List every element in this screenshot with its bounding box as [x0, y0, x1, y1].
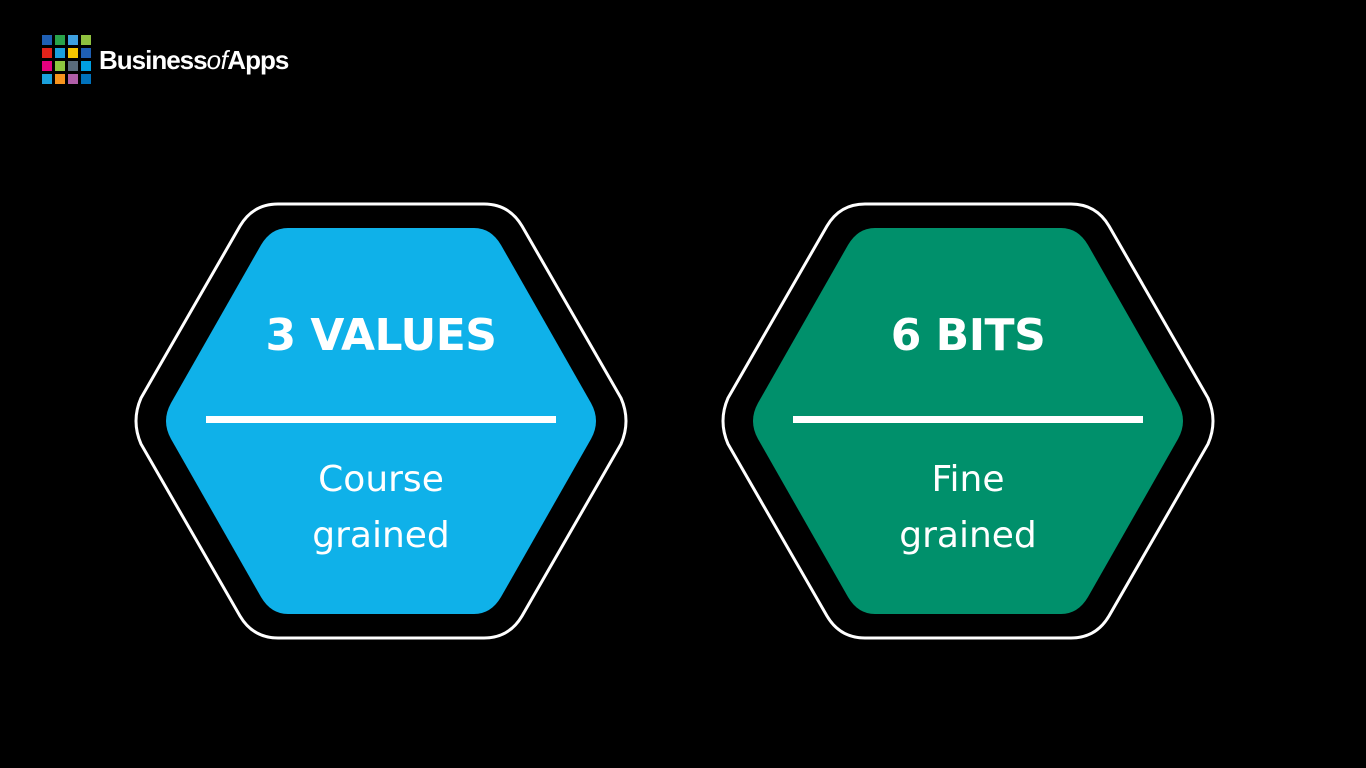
card-subtitle: Course grained — [133, 452, 629, 564]
brand-name-part2: of — [206, 45, 228, 75]
brand-name-part3: Apps — [227, 45, 289, 75]
logo-grid-square — [42, 34, 52, 45]
card-subtitle-line2: grained — [312, 515, 450, 556]
logo-grid-icon — [42, 34, 91, 84]
logo-grid-square — [81, 60, 91, 71]
brand-name-part1: Business — [99, 45, 208, 75]
logo-grid-square — [68, 73, 78, 84]
card-subtitle: Fine grained — [720, 452, 1216, 564]
logo-grid-square — [55, 73, 65, 84]
brand-logo: BusinessofApps — [42, 34, 289, 84]
logo-grid-square — [55, 34, 65, 45]
logo-grid-square — [81, 73, 91, 84]
card-divider — [206, 416, 556, 423]
logo-grid-square — [68, 60, 78, 71]
card-subtitle-line1: Fine — [931, 459, 1005, 500]
logo-grid-square — [55, 60, 65, 71]
logo-grid-square — [81, 47, 91, 58]
card-subtitle-line2: grained — [899, 515, 1037, 556]
logo-grid-square — [81, 34, 91, 45]
logo-grid-square — [42, 73, 52, 84]
hexagon-card-values: 3 VALUES Course grained — [133, 202, 629, 640]
logo-grid-square — [42, 47, 52, 58]
card-title: 3 VALUES — [265, 310, 498, 361]
brand-name: BusinessofApps — [99, 45, 289, 75]
logo-grid-square — [42, 60, 52, 71]
logo-grid-square — [55, 47, 65, 58]
logo-grid-square — [68, 34, 78, 45]
card-title: 6 BITS — [890, 310, 1046, 361]
hexagon-card-bits: 6 BITS Fine grained — [720, 202, 1216, 640]
card-subtitle-line1: Course — [318, 459, 444, 500]
logo-grid-square — [68, 47, 78, 58]
card-divider — [793, 416, 1143, 423]
